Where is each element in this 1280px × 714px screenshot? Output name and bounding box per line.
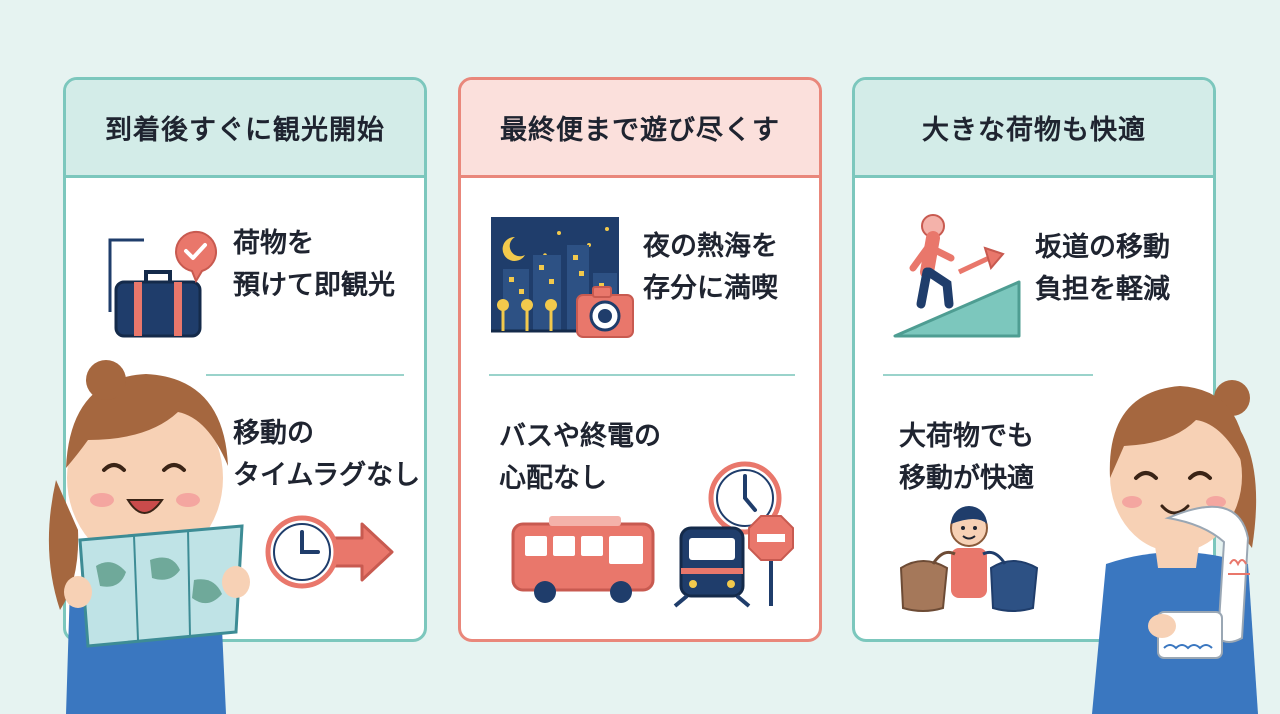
- panel-title: 大きな荷物も快適: [855, 80, 1213, 178]
- walking-uphill-icon: [893, 214, 1021, 338]
- divider: [206, 374, 404, 376]
- boy-with-bags-icon: [899, 506, 1039, 612]
- girl-with-map-illustration: [48, 360, 250, 714]
- divider: [883, 374, 1093, 376]
- divider: [489, 374, 795, 376]
- panel-title: 到着後すぐに観光開始: [66, 80, 424, 178]
- item-text-leave-luggage: 荷物を 預けて即観光: [233, 228, 395, 301]
- bus-train-clock-icon: [511, 461, 794, 608]
- item-text-reduce-slope-burden: 坂道の移動 負担を軽減: [1035, 232, 1170, 305]
- panel-title: 最終便まで遊び尽くす: [461, 80, 819, 178]
- item-text-no-time-lag: 移動の タイムラグなし: [233, 418, 421, 491]
- panel-play-until-last-train: 最終便まで遊び尽くす 夜の熱海を 存分に満喫 バスや終電の 心配なし: [458, 77, 822, 642]
- item-text-comfortable-with-luggage: 大荷物でも 移動が快適: [899, 421, 1034, 494]
- panel-large-luggage: 大きな荷物も快適 坂道の移動 負担を軽減 大荷物でも 移動が快適: [852, 77, 1216, 642]
- girl-with-towel-illustration: [1092, 380, 1258, 714]
- night-city-camera-icon: [491, 217, 634, 338]
- suitcase-checkmark-icon: [108, 230, 217, 338]
- clock-arrow-icon: [265, 515, 394, 589]
- item-text-no-worry-transport: バスや終電の 心配なし: [499, 421, 661, 494]
- item-text-enjoy-night: 夜の熱海を 存分に満喫: [643, 231, 778, 304]
